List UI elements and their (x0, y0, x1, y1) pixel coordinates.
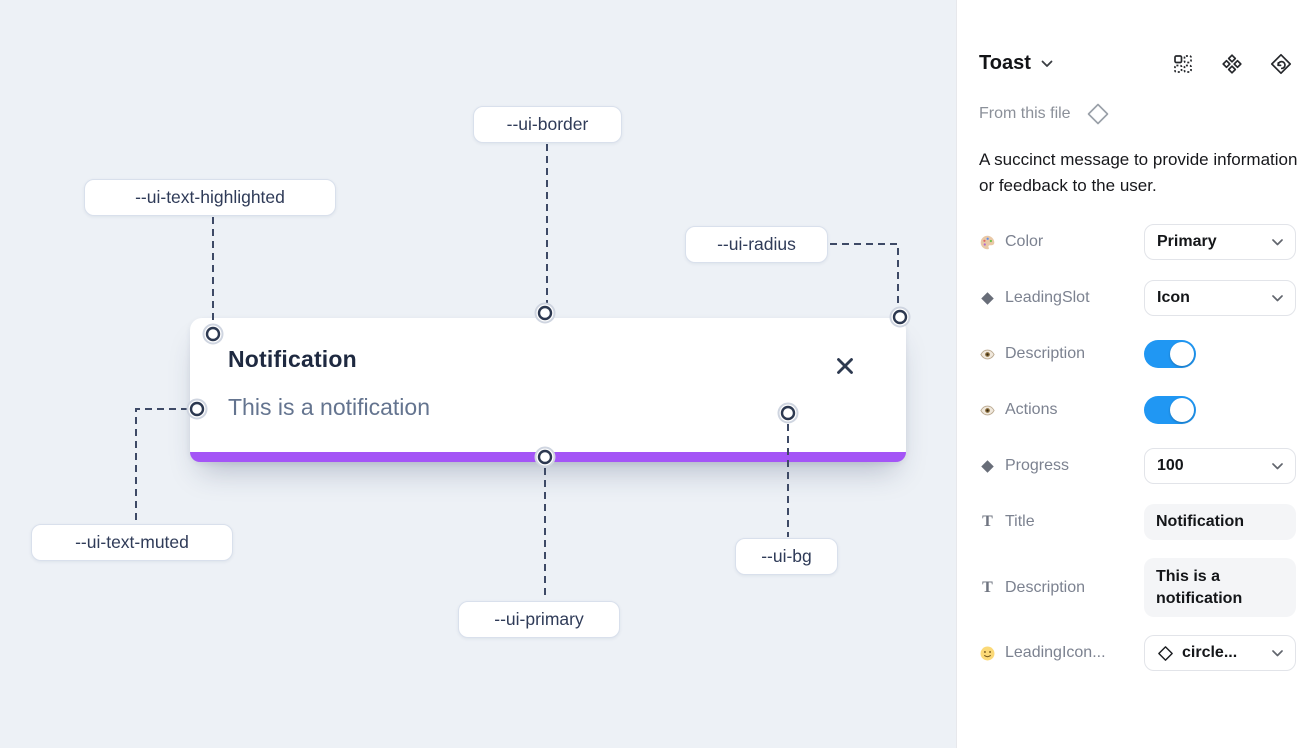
smiley-icon (979, 645, 996, 662)
prop-label: LeadingSlot (1005, 289, 1090, 306)
toast-progress-bar (190, 452, 906, 462)
prop-label: Description (1005, 345, 1086, 362)
toast-title: Notification (228, 346, 357, 372)
diamond-icon (979, 290, 996, 307)
toast-description: This is a notification (228, 394, 430, 420)
component-title-dropdown[interactable] (1041, 60, 1053, 68)
text-icon: T (982, 578, 993, 596)
prop-row-leadingslot: LeadingSlot Icon (979, 278, 1296, 318)
label-ui-border[interactable]: --ui-border (473, 106, 622, 143)
component-title: Toast (979, 52, 1031, 74)
diamond-icon (1085, 101, 1111, 127)
prop-label: Actions (1005, 401, 1058, 418)
chevron-down-icon (1272, 649, 1283, 657)
diamond-icon (1157, 645, 1174, 662)
leadingicon-select[interactable]: circle... (1144, 635, 1296, 672)
prop-label: Color (1005, 233, 1044, 250)
text-icon: T (982, 513, 993, 530)
component-description: A succinct message to provide informatio… (979, 150, 1298, 195)
label-ui-primary[interactable]: --ui-primary (458, 601, 620, 638)
toast-component[interactable]: Notification This is a notification (190, 318, 906, 462)
eye-icon (979, 402, 996, 419)
prop-label: Title (1005, 513, 1035, 530)
source-label: From this file (979, 105, 1071, 122)
prop-label: LeadingIcon... (1005, 644, 1106, 662)
prop-row-progress: Progress 100 (979, 446, 1296, 486)
chevron-down-icon (1041, 60, 1053, 67)
label-ui-text-highlighted[interactable]: --ui-text-highlighted (84, 179, 336, 216)
chevron-down-icon (1272, 462, 1283, 470)
toggle-knob (1170, 398, 1194, 422)
select-value: circle... (1182, 644, 1238, 662)
leadingslot-select[interactable]: Icon (1144, 280, 1296, 316)
design-canvas[interactable]: Notification This is a notification (0, 0, 956, 748)
palette-icon (979, 234, 996, 251)
close-button[interactable] (833, 354, 857, 378)
connector-ui-radius (830, 243, 899, 306)
prop-row-leadingicon: LeadingIcon... circle... (979, 633, 1296, 673)
label-ui-text-muted[interactable]: --ui-text-muted (31, 524, 233, 561)
label-ui-bg[interactable]: --ui-bg (735, 538, 838, 575)
connector-ui-text-muted (135, 408, 188, 523)
header-icon-group (1172, 53, 1296, 75)
actions-toggle[interactable] (1144, 396, 1196, 424)
progress-select[interactable]: 100 (1144, 448, 1296, 484)
prop-row-description-text: T Description This is a notification (979, 558, 1296, 618)
component-set-icon[interactable] (1221, 53, 1243, 75)
prop-label: Description (1005, 578, 1086, 596)
instance-grid-icon[interactable] (1172, 53, 1194, 75)
chevron-down-icon (1272, 294, 1283, 302)
diamond-icon (979, 458, 996, 475)
panel-header: Toast (979, 52, 1296, 75)
prop-label: Progress (1005, 457, 1070, 474)
source-row: From this file (979, 101, 1296, 127)
close-icon (837, 358, 853, 374)
swap-instance-icon[interactable] (1270, 53, 1292, 75)
prop-row-description-toggle: Description (979, 334, 1296, 374)
description-toggle[interactable] (1144, 340, 1196, 368)
select-value: Icon (1157, 289, 1190, 306)
title-field[interactable]: Notification (1144, 504, 1296, 540)
description-field[interactable]: This is a notification (1144, 558, 1296, 618)
chevron-down-icon (1272, 238, 1283, 246)
prop-row-color: Color Primary (979, 222, 1296, 262)
color-select[interactable]: Primary (1144, 224, 1296, 260)
eye-icon (979, 346, 996, 363)
toggle-knob (1170, 342, 1194, 366)
properties-panel: Toast (956, 0, 1312, 748)
label-ui-radius[interactable]: --ui-radius (685, 226, 828, 263)
select-value: Primary (1157, 233, 1217, 250)
select-value: 100 (1157, 457, 1184, 474)
prop-row-actions-toggle: Actions (979, 390, 1296, 430)
prop-row-title: T Title Notification (979, 502, 1296, 542)
property-list: Color Primary LeadingS (979, 222, 1296, 689)
